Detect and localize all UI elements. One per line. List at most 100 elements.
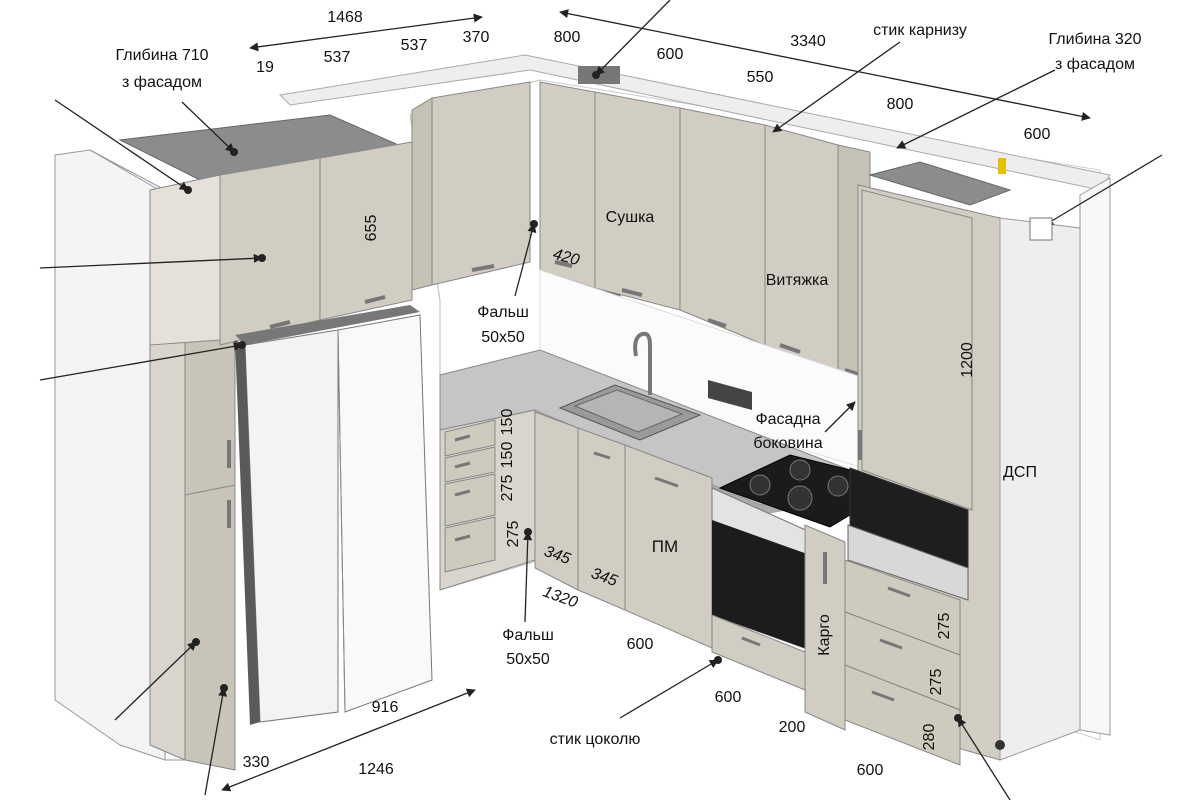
oven-drawer-handle: [741, 636, 761, 647]
dim-19: 19: [256, 59, 274, 76]
dim-800-right: 800: [886, 96, 914, 113]
upper-back-cab-0: [411, 97, 433, 291]
dim-537-b: 537: [400, 37, 428, 54]
pointer-right-bottom: [957, 717, 1011, 800]
burner-3: [789, 459, 811, 481]
fridge-side: [235, 340, 260, 725]
label-false-top-size: 50x50: [481, 329, 525, 346]
pointer-socket: [1044, 154, 1163, 226]
label-plinth-joint: стик цоколю: [549, 731, 641, 748]
dim-600-base-a: 600: [626, 636, 654, 653]
upper-left-handle-1: [269, 320, 291, 329]
upper-handle-c: [707, 318, 727, 328]
dim-1200: 1200: [959, 342, 976, 378]
marker-dot-3: [258, 254, 266, 262]
pointer-left-bottom-2: [204, 687, 228, 796]
dim-3340: 3340: [790, 33, 826, 50]
upper-left-handle-2: [364, 295, 386, 304]
fridge-left-door: [244, 329, 339, 723]
upper-cab-c: [679, 107, 766, 346]
tall-right-drawer-3: [844, 664, 961, 766]
dsp-side-panel: [999, 217, 1081, 761]
label-dryer: Сушка: [605, 209, 655, 226]
dim-655: 655: [363, 214, 380, 242]
fridge-top: [235, 305, 420, 345]
drawer-handle-2: [454, 461, 471, 469]
label-false-bottom-size: 50x50: [506, 651, 550, 668]
dim-550: 550: [746, 69, 774, 86]
marker-dot-10: [714, 656, 722, 664]
base-handle-1: [593, 451, 611, 460]
dim-1468: 1468: [327, 9, 363, 26]
pointer-fridge-top: [39, 341, 243, 381]
burner-1: [749, 474, 771, 496]
marker-dot-5: [192, 638, 200, 646]
marker-dot-9: [524, 528, 532, 536]
dim-150-b: 150: [499, 441, 516, 469]
upper-back-handle-1: [471, 264, 495, 272]
burner-2: [787, 485, 813, 511]
label-false-bottom: Фальш: [502, 627, 554, 644]
dim-275-right-1: 275: [936, 612, 953, 640]
label-false-top: Фальш: [477, 304, 529, 321]
built-in-appliance: [847, 524, 969, 601]
upper-handle-d: [779, 343, 801, 354]
upper-handle-e: [844, 368, 859, 376]
dim-370: 370: [462, 29, 490, 46]
tall-right-drawer-handle-3: [871, 690, 895, 702]
pointer-cornice: [772, 41, 901, 133]
tall-right-top: [868, 161, 1012, 206]
left-tall-split: [184, 484, 236, 496]
cabinet-foot: [995, 740, 1005, 750]
label-chipboard: ДСП: [1003, 464, 1037, 481]
pointer-left-bottom: [114, 641, 197, 721]
drawer-handle-1: [454, 434, 471, 442]
dim-330: 330: [242, 754, 270, 771]
marker-dot-6: [220, 684, 228, 692]
faucet: [633, 331, 652, 395]
dim-916: 916: [371, 699, 399, 716]
marker-dot-7: [592, 71, 600, 79]
upper-cab-hood: [764, 124, 839, 371]
dim-275-right-2: 275: [928, 668, 945, 696]
dim-1246: 1246: [358, 761, 394, 778]
tall-right-upper-door: [861, 189, 973, 511]
drawer-handle-3: [454, 489, 471, 497]
cargo-handle: [823, 552, 827, 584]
base-left-drawer-4: [444, 516, 496, 573]
label-depth-320: Глибина 320: [1048, 31, 1142, 48]
base-left-drawer-1: [444, 419, 496, 457]
pointer-facade-side: [824, 401, 856, 433]
left-tall-handle-upper: [227, 440, 231, 468]
dim-600-right: 600: [1023, 126, 1051, 143]
label-hood: Витяжка: [765, 272, 829, 289]
burner-4: [827, 475, 849, 497]
dim-537-a: 537: [323, 49, 351, 66]
drawer-handle-4: [454, 534, 471, 542]
dim-280: 280: [921, 723, 938, 751]
dim-800-left: 800: [553, 29, 581, 46]
marker-dot-2: [184, 186, 192, 194]
dimension-1468-arrow: [249, 13, 483, 52]
dim-200-base: 200: [778, 719, 806, 736]
oven-door: [712, 520, 810, 650]
pointer-vent: [595, 0, 671, 76]
tall-right-handle: [858, 430, 862, 460]
sink-basin: [573, 389, 684, 433]
upper-handle-a: [554, 260, 573, 268]
dimension-3340-arrow: [559, 9, 1091, 121]
yellow-marker: [998, 158, 1006, 174]
fridge-split: [337, 329, 346, 713]
outlet-box: [1029, 217, 1053, 241]
pointer-plinth: [619, 659, 719, 719]
dim-600: 600: [656, 46, 684, 63]
tall-right-drawer-handle-1: [887, 586, 911, 598]
upper-cab-sushka: [594, 91, 681, 311]
label-depth-320-sub: з фасадом: [1055, 56, 1135, 73]
fridge-right-door: [337, 314, 433, 713]
wall-socket-strip: [708, 380, 752, 410]
label-facade-side: Фасадна: [755, 411, 821, 428]
left-wall-panel: [54, 149, 166, 761]
pointer-upper-cab: [39, 253, 263, 269]
upper-left-door-2: [319, 141, 413, 321]
